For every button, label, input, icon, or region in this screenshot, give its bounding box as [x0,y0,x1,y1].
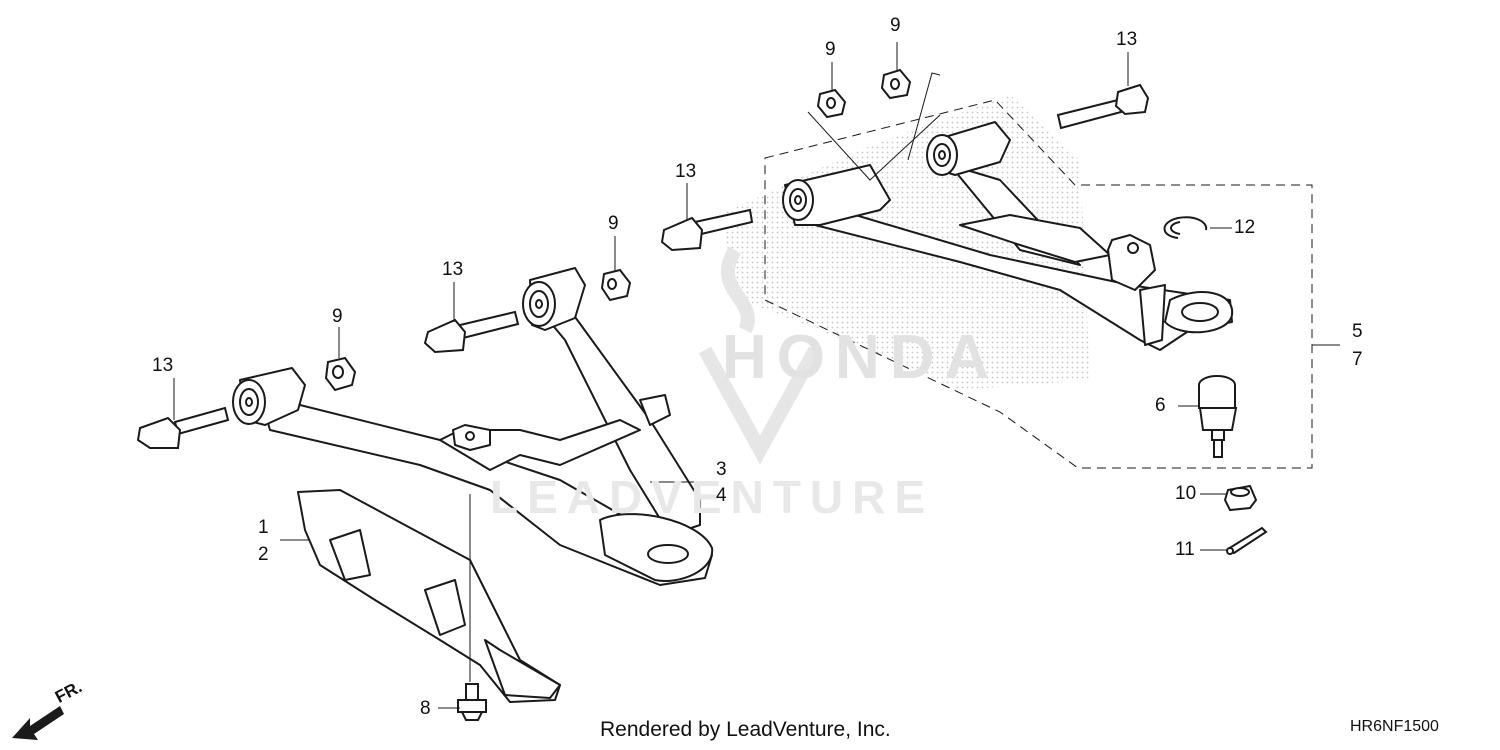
callout-7: 7 [1352,349,1363,370]
callout-13-left-upper: 13 [442,259,464,280]
callout-4: 4 [716,485,727,506]
flange-nut-left-lower[interactable] [324,356,357,392]
watermark-emblem [698,246,822,465]
callout-2: 2 [258,544,269,565]
callout-13-right-upper: 13 [1116,29,1138,50]
ball-joint[interactable] [1198,375,1238,458]
callout-8: 8 [420,698,431,719]
upper-right-a-arm[interactable] [782,121,1234,351]
flange-nut-right-left[interactable] [816,88,847,119]
assembly-dashed-box [764,99,1313,469]
watermark-company: LEADVENTURE [490,471,935,523]
leader-lines [173,42,1340,709]
flange-bolt-right-upper[interactable] [1056,83,1150,130]
circlip[interactable] [1163,216,1208,239]
screw[interactable] [457,683,487,721]
front-direction-arrow-icon [12,706,64,740]
callout-12: 12 [1234,217,1256,238]
cotter-pin[interactable] [1226,526,1268,555]
callout-13-left-lower: 13 [152,355,174,376]
callout-9-left-upper: 9 [608,213,619,234]
flange-bolt-right-lower[interactable] [660,208,754,252]
callout-6: 6 [1155,395,1166,416]
callout-3: 3 [716,459,727,480]
callout-1: 1 [258,517,269,538]
diagram-code: HR6NF1500 [1350,718,1439,735]
callout-9-right-right: 9 [890,15,901,36]
watermark-brand: HONDA [722,323,1000,392]
callout-9-right-left: 9 [825,39,836,60]
flange-nut-left-upper[interactable] [600,268,632,302]
flange-nut-right-right[interactable] [880,68,912,100]
arm-guard-plate[interactable] [297,489,561,703]
callout-5: 5 [1352,321,1363,342]
callout-11: 11 [1175,539,1195,560]
render-credit: Rendered by LeadVenture, Inc. [600,718,891,741]
callout-10: 10 [1175,483,1197,504]
flange-bolt-left-lower[interactable] [136,406,230,449]
callout-9-left-lower: 9 [332,306,343,327]
callout-13-right-lower: 13 [675,161,697,182]
flange-bolt-left-upper[interactable] [423,310,520,354]
lower-left-a-arm[interactable] [232,267,714,586]
castle-nut[interactable] [1223,484,1258,512]
